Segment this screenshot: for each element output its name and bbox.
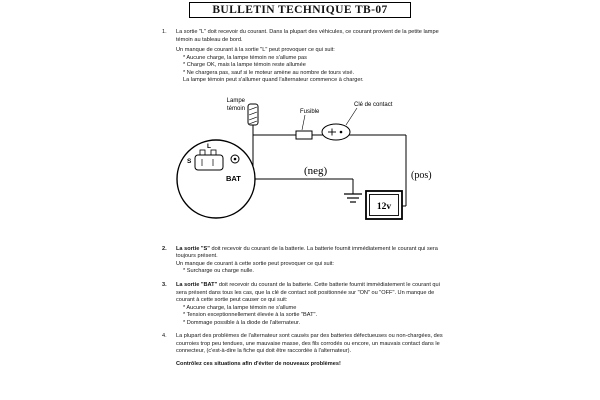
item-3-bullets: * Aucune charge, la lampe témoin ne s'al… [183, 305, 448, 328]
item-3-bullet-3: * Dommage possible à la diode de l'alter… [183, 319, 301, 326]
item-1-bullet-1: * Aucune charge, la lampe témoin ne s'al… [183, 54, 307, 61]
item-4-paragraph-1: La plupart des problèmes de l'alternateu… [176, 333, 443, 355]
item-3-paragraph-1: La sortie "BAT" doit recevoir du courant… [176, 282, 448, 305]
page-title-text: BULLETIN TECHNIQUE TB-07 [212, 4, 388, 16]
item-3-bullet-2: * Tension exceptionnellement élevée à la… [183, 312, 318, 319]
alternator-connector [194, 149, 224, 171]
item-2-paragraph-1: La sortie "S" doit recevoir du courant d… [176, 246, 448, 261]
page-title: BULLETIN TECHNIQUE TB-07 [189, 2, 411, 18]
item-1: 1. La sortie "L" doit recevoir du couran… [162, 29, 448, 85]
item-1-paragraph-3: La lampe témoin peut s'allumer quand l'a… [183, 77, 364, 84]
ignition-key-icon [321, 123, 351, 141]
pos-label: (pos) [411, 170, 432, 181]
fuse-pointer-line [301, 114, 306, 130]
bat-terminal-icon [230, 154, 240, 164]
neg-label: (neg) [304, 165, 328, 177]
item-4-number: 4. [162, 333, 167, 340]
key-label: Clé de contact [354, 102, 393, 108]
lamp-label-line2: témoin [227, 106, 245, 112]
item-1-paragraph-1: La sortie "L" doit recevoir du courant. … [176, 29, 439, 43]
item-1-number: 1. [162, 29, 167, 35]
wiring-diagram: S L BAT Lampe témoin Fusible [176, 98, 432, 220]
item-3-bullet-1: * Aucune charge, la lampe témoin ne s'al… [183, 304, 297, 311]
battery-label: 12v [377, 202, 392, 212]
item-2-bullets: * Surcharge ou charge nulle. [183, 268, 448, 276]
item-4: 4. La plupart des problèmes de l'alterna… [162, 333, 448, 368]
wires [252, 124, 407, 207]
item-1-bullets: * Aucune charge, la lampe témoin ne s'al… [183, 55, 448, 85]
item-1-paragraph-2: Un manque de courant à la sortie "L" peu… [176, 47, 335, 54]
item-3-text: doit recevoir du courant de la batterie.… [176, 282, 440, 304]
item-1-bullet-3: * Ne chargera pas, sauf si le moteur amè… [183, 69, 355, 76]
ground-icon [344, 193, 362, 203]
lamp-label-line1: Lampe [227, 98, 246, 104]
indicator-lamp-icon [247, 103, 259, 126]
item-2-bullet-1: * Surcharge ou charge nulle. [183, 268, 254, 275]
battery-box [365, 189, 403, 220]
closing-instruction: Contrôlez ces situations afin d'éviter d… [176, 360, 341, 367]
fuse-label: Fusible [300, 109, 320, 115]
item-2-number: 2. [162, 245, 167, 252]
item-2-paragraph-2: Un manque de courant à cette sortie peut… [176, 260, 334, 267]
item-2-text: doit recevoir du courant de la batterie.… [176, 245, 438, 260]
bulletin-content: 1. La sortie "L" doit recevoir du couran… [162, 29, 448, 374]
item-3: 3. La sortie "BAT" doit recevoir du cour… [162, 282, 448, 327]
key-pointer-line [345, 107, 358, 125]
item-2: 2. La sortie "S" doit recevoir du couran… [162, 246, 448, 276]
item-1-bullet-2: * Charge OK, mais la lampe témoin reste … [183, 62, 306, 69]
terminal-l-label: L [207, 143, 211, 150]
item-2-lead: La sortie "S" [176, 245, 210, 252]
item-3-number: 3. [162, 282, 167, 289]
item-3-lead: La sortie "BAT" [176, 282, 218, 289]
bat-label: BAT [226, 174, 241, 183]
fuse-icon [295, 130, 313, 140]
terminal-s-label: S [187, 158, 192, 165]
